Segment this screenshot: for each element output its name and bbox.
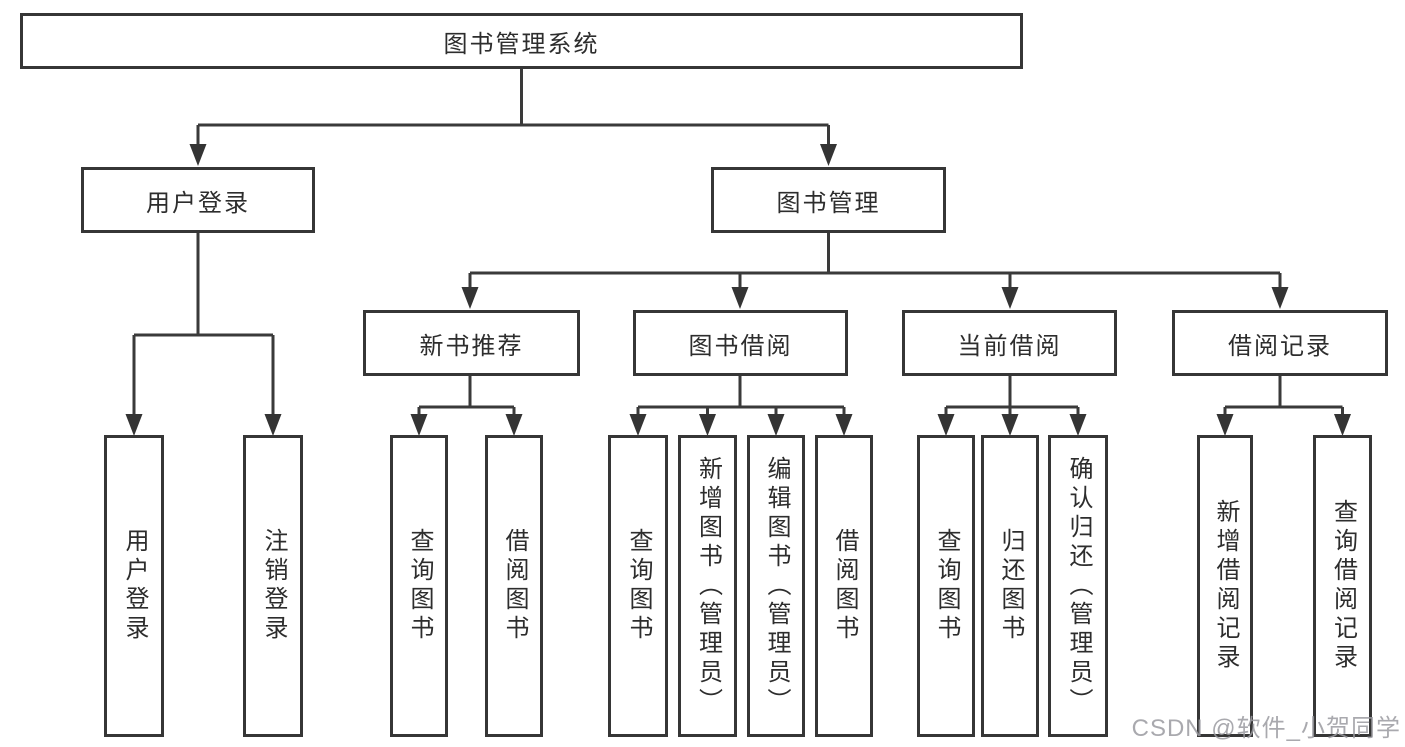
leaf-nbr-borrow-books: 借阅图书 bbox=[485, 435, 543, 737]
leaf-cb-query-books: 查询图书 bbox=[917, 435, 975, 737]
node-current-borrowing: 当前借阅 bbox=[902, 310, 1117, 376]
node-borrowing-records: 借阅记录 bbox=[1172, 310, 1388, 376]
leaf-bb-edit-books: 编辑图书（管理员） bbox=[747, 435, 805, 737]
node-book-management: 图书管理 bbox=[711, 167, 946, 233]
leaf-cb-confirm-return: 确认归还（管理员） bbox=[1048, 435, 1108, 737]
leaf-nbr-query-books: 查询图书 bbox=[390, 435, 448, 737]
leaf-logout: 注销登录 bbox=[243, 435, 303, 737]
leaf-bb-borrow-books: 借阅图书 bbox=[815, 435, 873, 737]
node-book-borrowing: 图书借阅 bbox=[633, 310, 848, 376]
down-arrowheads bbox=[125, 144, 1351, 436]
leaf-user-login: 用户登录 bbox=[104, 435, 164, 737]
node-new-book-recommend: 新书推荐 bbox=[363, 310, 580, 376]
node-root: 图书管理系统 bbox=[20, 13, 1023, 69]
csdn-watermark: CSDN @软件_小贺同学 bbox=[1131, 715, 1401, 742]
leaf-bb-add-books: 新增图书（管理员） bbox=[678, 435, 737, 737]
leaf-cb-return-books: 归还图书 bbox=[981, 435, 1039, 737]
leaf-br-add-record: 新增借阅记录 bbox=[1197, 435, 1253, 737]
node-user-login: 用户登录 bbox=[81, 167, 315, 233]
leaf-bb-query-books: 查询图书 bbox=[608, 435, 668, 737]
leaf-br-query-record: 查询借阅记录 bbox=[1313, 435, 1372, 737]
connector-lines bbox=[132, 69, 1344, 418]
